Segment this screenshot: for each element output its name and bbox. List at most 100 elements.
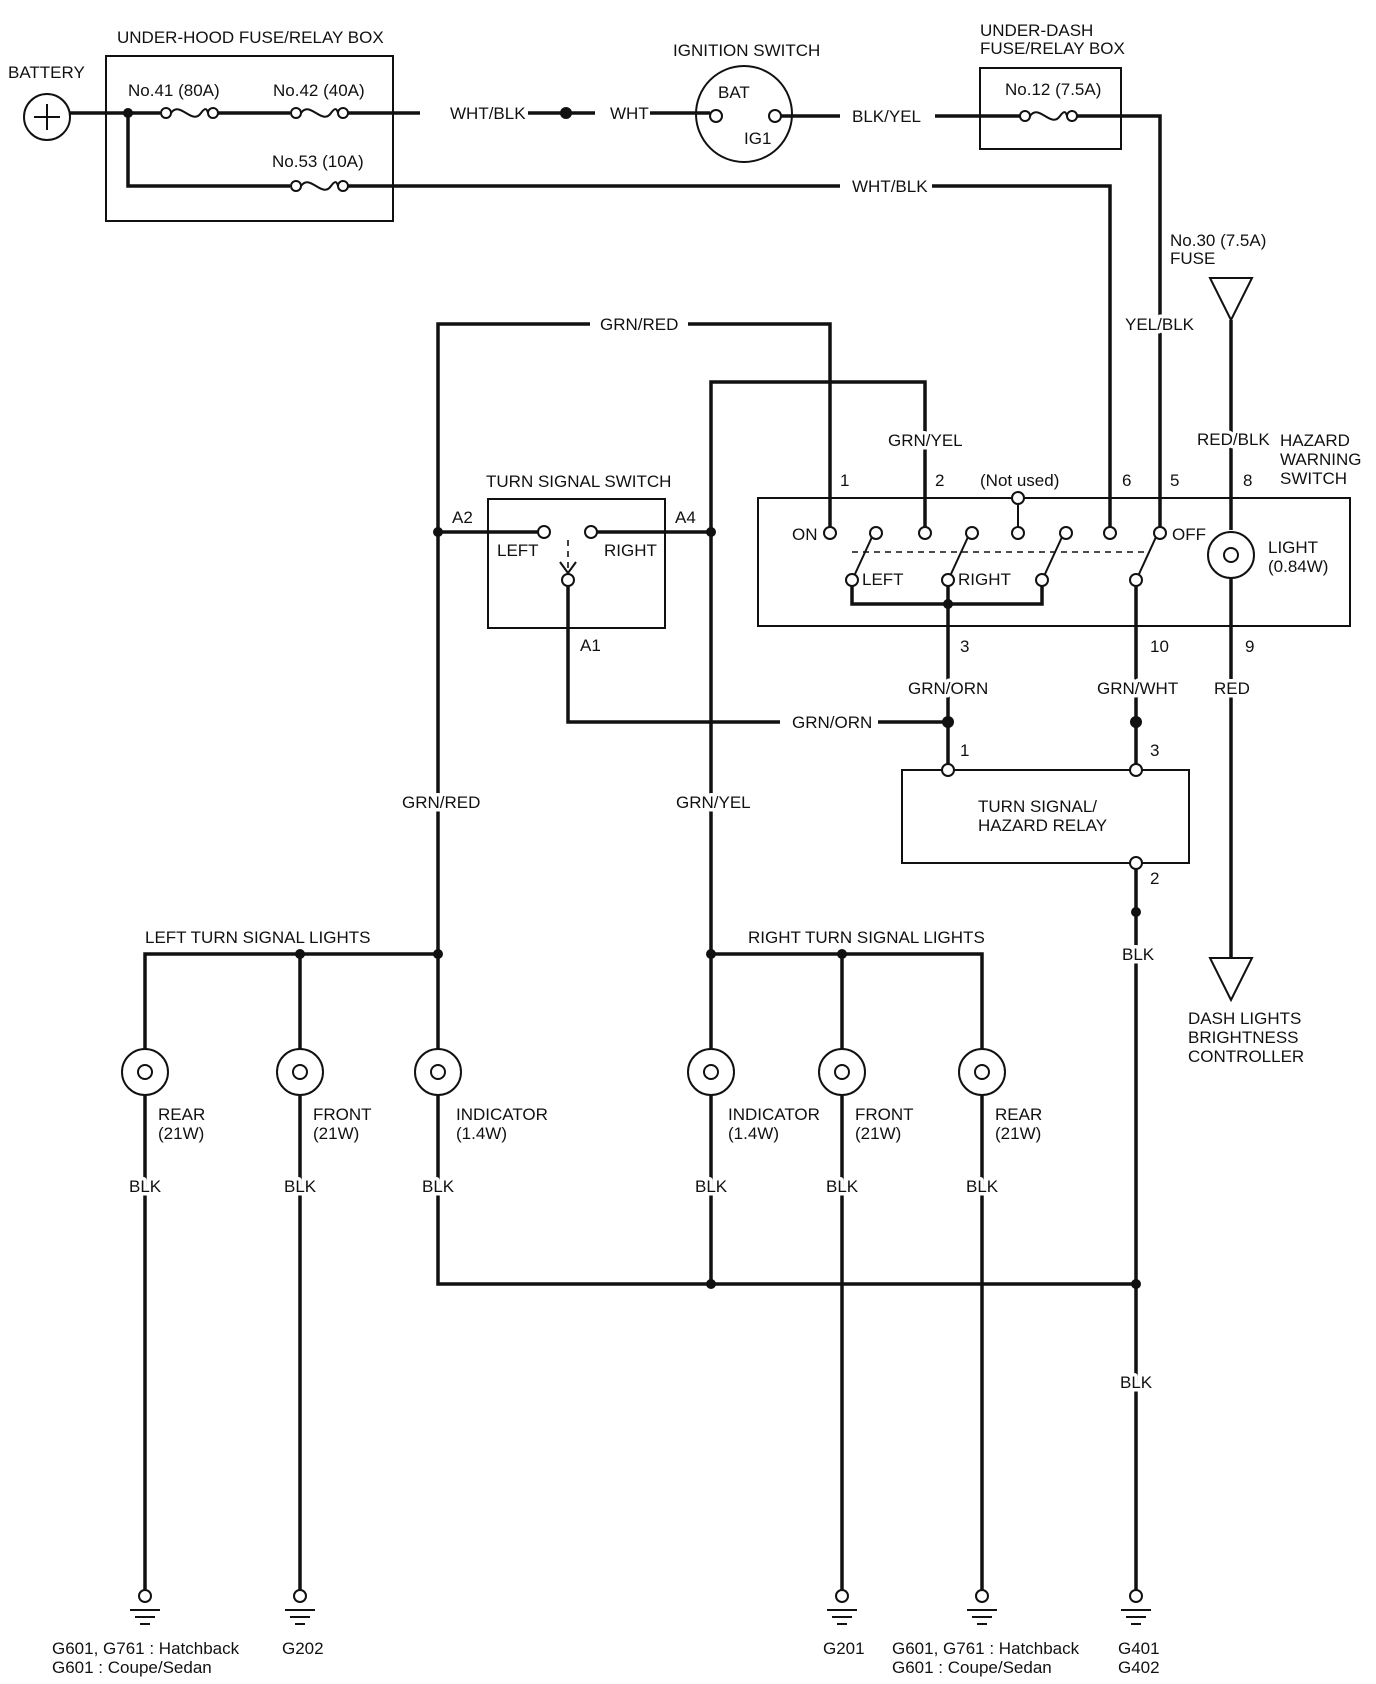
hazard-light-bulb (1207, 531, 1255, 579)
wire-label-grn-red-vertical: GRN/RED (402, 793, 480, 812)
wire-label-blk-4: BLK (695, 1177, 728, 1196)
wire-label-blk-5: BLK (826, 1177, 859, 1196)
left-indicator-bulb (414, 1048, 462, 1096)
under-hood-fuse-box (105, 55, 394, 222)
wire-label-wht-blk: WHT/BLK (450, 104, 526, 123)
relay-label-2: HAZARD RELAY (978, 816, 1107, 835)
hazard-pin-10: 10 (1150, 637, 1169, 656)
wire-label-wht-blk-2: WHT/BLK (852, 177, 928, 196)
ground-symbol-right-rear (967, 1589, 997, 1625)
wire-label-blk-yel: BLK/YEL (852, 107, 921, 126)
relay-pin-2: 2 (1150, 869, 1159, 888)
battery-symbol (23, 93, 71, 141)
ground-symbol-right-front (827, 1589, 857, 1625)
hazard-right-label: RIGHT (958, 570, 1011, 589)
hazard-on-label: ON (792, 525, 818, 544)
turn-signal-switch (487, 498, 666, 629)
fuse-30-label-1: No.30 (7.5A) (1170, 231, 1266, 250)
dash-lights-label-3: CONTROLLER (1188, 1047, 1304, 1066)
wire-label-grn-yel-vertical: GRN/YEL (676, 793, 751, 812)
ground-label-g202: G202 (282, 1639, 324, 1658)
hazard-light-label: LIGHT (1268, 538, 1318, 557)
right-rear-watt: (21W) (995, 1124, 1041, 1143)
hazard-pin-9: 9 (1245, 637, 1254, 656)
ignition-switch-label: IGNITION SWITCH (673, 41, 820, 60)
turn-switch-label: TURN SIGNAL SWITCH (486, 472, 671, 491)
fuse53-feed-wire (126, 113, 290, 188)
ground-label-right-rear-1: G601, G761 : Hatchback (892, 1639, 1080, 1658)
wire-label-blk-ground: BLK (1120, 1373, 1153, 1392)
hazard-not-used-terminal (1011, 491, 1025, 505)
left-front-label: FRONT (313, 1105, 372, 1124)
wire-label-grn-red: GRN/RED (600, 315, 678, 334)
hazard-off-label: OFF (1172, 525, 1206, 544)
wire-label-blk-2: BLK (284, 1177, 317, 1196)
dash-lights-label-2: BRIGHTNESS (1188, 1028, 1299, 1047)
under-dash-fuse-box (979, 67, 1122, 150)
ground-symbol-relay (1121, 1589, 1151, 1625)
wire-label-blk-3: BLK (422, 1177, 455, 1196)
right-indicator-watt: (1.4W) (728, 1124, 779, 1143)
turn-switch-right-label: RIGHT (604, 541, 657, 560)
ground-label-left-rear-1: G601, G761 : Hatchback (52, 1639, 240, 1658)
turn-switch-pin-a2: A2 (452, 508, 473, 527)
grn-yel-wire (709, 380, 927, 952)
wire-label-grn-orn-2: GRN/ORN (908, 679, 988, 698)
hazard-pin-8: 8 (1243, 471, 1252, 490)
under-hood-box-label: UNDER-HOOD FUSE/RELAY BOX (117, 28, 384, 47)
ground-label-g201: G201 (823, 1639, 865, 1658)
hazard-light-watt: (0.84W) (1268, 557, 1328, 576)
fuse-12-label: No.12 (7.5A) (1005, 80, 1101, 99)
relay-label-1: TURN SIGNAL/ (978, 797, 1097, 816)
hazard-not-used: (Not used) (980, 471, 1059, 490)
indicator-ground-bus (436, 1095, 1136, 1286)
hazard-label-1: HAZARD (1280, 431, 1350, 450)
hazard-pin-5: 5 (1170, 471, 1179, 490)
right-front-bulb (818, 1048, 866, 1096)
turn-signal-hazard-relay (901, 769, 1190, 864)
hazard-pin5-wire (1077, 114, 1162, 527)
turn-switch-pin-a1: A1 (580, 636, 601, 655)
right-rear-label: REAR (995, 1105, 1042, 1124)
left-indicator-label: INDICATOR (456, 1105, 548, 1124)
hazard-pin-6: 6 (1122, 471, 1131, 490)
relay-pin-1: 1 (960, 741, 969, 760)
right-lights-title: RIGHT TURN SIGNAL LIGHTS (748, 928, 985, 947)
dash-lights-symbol (1208, 957, 1254, 1003)
left-lights-bus (143, 952, 440, 1050)
grn-red-wire (436, 322, 590, 952)
hazard-pin-2: 2 (935, 471, 944, 490)
turn-switch-pin-a4: A4 (675, 508, 696, 527)
fuse-30-label-2: FUSE (1170, 249, 1215, 268)
ign-bat-label: BAT (718, 83, 750, 102)
wire-label-red-blk: RED/BLK (1197, 430, 1270, 449)
left-front-bulb (276, 1048, 324, 1096)
fuse-41-label: No.41 (80A) (128, 81, 220, 100)
ign-ig1-label: IG1 (744, 129, 771, 148)
wire-label-yel-blk: YEL/BLK (1125, 315, 1195, 334)
right-front-label: FRONT (855, 1105, 914, 1124)
battery-label: BATTERY (8, 63, 85, 82)
under-dash-label-1: UNDER-DASH (980, 21, 1093, 40)
fuse-42-label: No.42 (40A) (273, 81, 365, 100)
ground-symbol-left-front (285, 1589, 315, 1625)
wire-label-blk-1: BLK (129, 1177, 162, 1196)
ground-label-left-rear-2: G601 : Coupe/Sedan (52, 1658, 212, 1677)
right-front-watt: (21W) (855, 1124, 901, 1143)
wire-label-grn-wht: GRN/WHT (1097, 679, 1178, 698)
relay-pin-3: 3 (1150, 741, 1159, 760)
right-lights-bus (709, 952, 984, 1050)
wire-label-grn-orn: GRN/ORN (792, 713, 872, 732)
wire-label-blk-relay: BLK (1122, 945, 1155, 964)
wire-label-wht: WHT (610, 104, 649, 123)
left-indicator-watt: (1.4W) (456, 1124, 507, 1143)
left-rear-bulb (121, 1048, 169, 1096)
wire-label-grn-yel: GRN/YEL (888, 431, 963, 450)
left-rear-label: REAR (158, 1105, 205, 1124)
hazard-pin-1: 1 (840, 471, 849, 490)
dash-lights-label-1: DASH LIGHTS (1188, 1009, 1301, 1028)
splice-point (560, 107, 572, 119)
hazard-label-2: WARNING (1280, 450, 1362, 469)
ground-label-g402: G402 (1118, 1658, 1160, 1677)
